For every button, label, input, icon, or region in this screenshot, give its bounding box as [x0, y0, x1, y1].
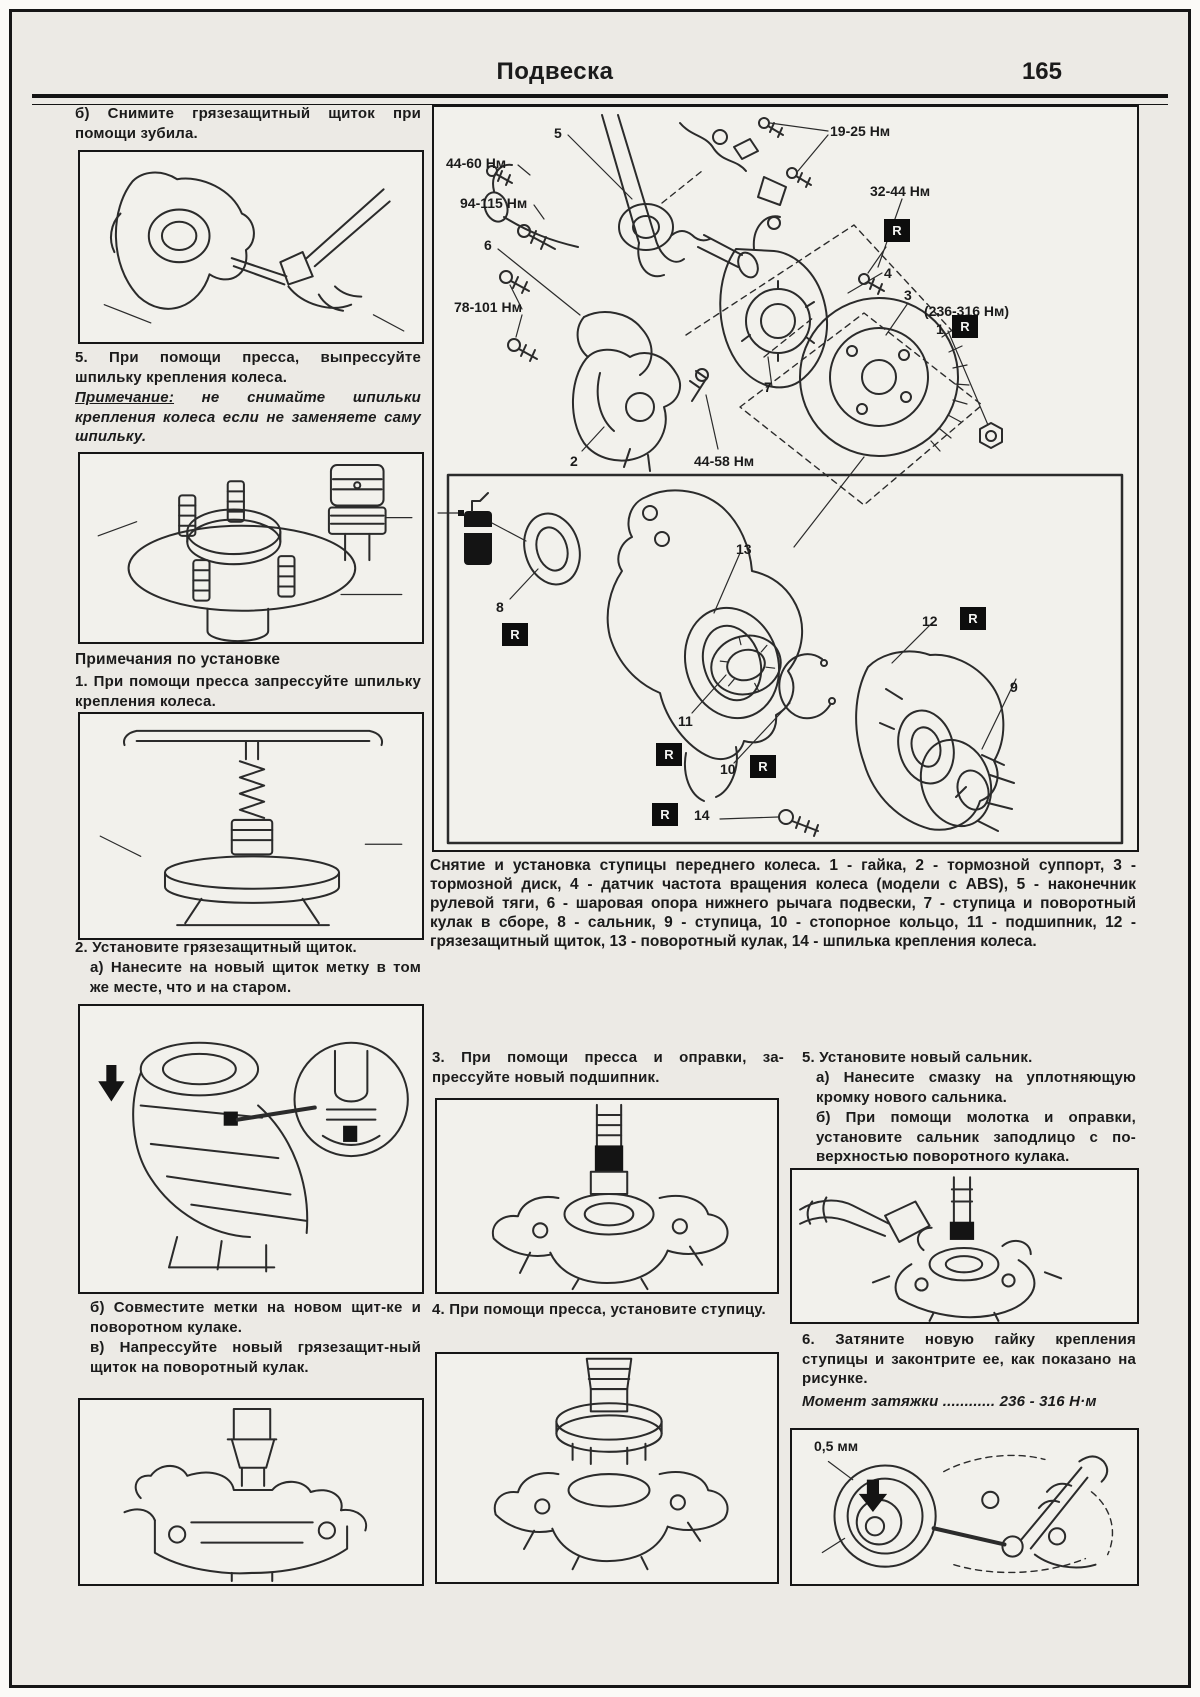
diagram-label-1: 1: [936, 321, 944, 337]
figure-press-in-stud: [78, 712, 424, 940]
diagram-label-12: 12: [922, 613, 938, 629]
step5-install-text: 5. Установите новый сальник.: [802, 1049, 1033, 1066]
replace-marker: R: [656, 743, 682, 766]
diagram-label-6: 6: [484, 237, 492, 253]
diagram-label-2: 2: [570, 453, 578, 469]
press-shield-illustration: [123, 1408, 368, 1583]
diagram-label-4: 4: [884, 265, 892, 281]
replace-marker: R: [750, 755, 776, 778]
diagram-label-7: 7: [764, 379, 772, 395]
page-number: 165: [1021, 58, 1062, 85]
shield-mark-illustration: [98, 1041, 409, 1273]
figure-shield-mark: [78, 1004, 424, 1294]
note-text: Примечание: не снимайте шпильки креплени…: [75, 388, 421, 447]
press-hub-illustration: [493, 1357, 729, 1571]
press-bearing-illustration: [491, 1103, 729, 1291]
replace-marker: R: [884, 219, 910, 242]
step5a-text: а) Нанесите смазку на уплотняющую кромку…: [816, 1069, 1136, 1106]
note-body: не снимайте шпильки крепления колеса есл…: [75, 389, 421, 445]
figure-press-bearing: [435, 1098, 779, 1294]
diagram-caption: Снятие и установка ступицы переднего кол…: [430, 857, 1136, 950]
diagram-label-14: 14: [694, 807, 710, 823]
step2b-text: б) Совместите метки на новом щит-ке и по…: [90, 1299, 421, 1336]
figure-press-shield: [78, 1398, 424, 1586]
diagram-label-11: 11: [678, 713, 693, 729]
stake-nut-illustration: [821, 1454, 1114, 1574]
gap-dimension-label: 0,5 мм: [814, 1438, 859, 1454]
step4-text: 4. При помощи пресса, установите ступицу…: [432, 1301, 766, 1318]
step5-remove-text: 5. При помощи пресса, выпрессуйте шпильк…: [75, 349, 421, 386]
step2a-text: а) Нанесите на новый щиток метку в том ж…: [90, 959, 421, 996]
diagram-label-3: 3: [904, 287, 912, 303]
knuckle-chisel-illustration: [103, 171, 405, 332]
figure-press-out-stud: [78, 452, 424, 644]
page-title: Подвеска: [496, 58, 614, 85]
torque-note: Момент затяжки ............ 236 - 316 Н·…: [802, 1393, 1097, 1410]
step6-text: 6. Затяните новую гайку крепления ступиц…: [802, 1331, 1136, 1387]
figure-install-seal: [790, 1168, 1139, 1324]
diagram-torque-32-44: 32-44 Нм: [870, 183, 931, 199]
install-notes-heading: Примечания по установке: [75, 651, 281, 668]
diagram-torque-19-25: 19-25 Нм: [830, 123, 891, 139]
replace-marker: R: [952, 315, 978, 338]
figure-remove-shield: [78, 150, 424, 344]
diagram-label-8: 8: [496, 599, 504, 615]
step-b-text: б) Снимите грязезащитный щиток при помощ…: [75, 105, 421, 142]
exploded-diagram-art: [437, 114, 1124, 845]
step1-install-text: 1. При помощи пресса запрессуйте шпильку…: [75, 673, 421, 710]
diagram-torque-236-316: (236-316 Нм): [924, 303, 1010, 319]
note-label: Примечание:: [75, 389, 175, 406]
diagram-torque-44-60: 44-60 Нм: [446, 155, 507, 171]
figure-press-hub: [435, 1352, 779, 1584]
diagram-torque-94-115: 94-115 Нм: [460, 195, 528, 211]
replace-marker: R: [960, 607, 986, 630]
diagram-label-10: 10: [720, 761, 736, 777]
exploded-diagram: 5 19-25 Нм 44-60 Нм 32-44 Нм 94-115 Нм R…: [432, 105, 1139, 852]
step2v-text: в) Напрессуйте новый грязезащит-ный щито…: [90, 1339, 421, 1376]
replace-marker: R: [502, 623, 528, 646]
diagram-label-5: 5: [554, 125, 562, 141]
figure-stake-nut: 0,5 мм: [790, 1428, 1139, 1586]
step5b-text: б) При помощи молотка и оправки, установ…: [816, 1109, 1136, 1165]
replace-marker: R: [652, 803, 678, 826]
step2-text: 2. Установите грязезащитный щиток.: [75, 939, 357, 956]
diagram-torque-78-101: 78-101 Нм: [454, 299, 522, 315]
hammer-seal-illustration: [799, 1176, 1063, 1322]
diagram-label-9: 9: [1010, 679, 1018, 695]
press-stud-illustration: [99, 729, 403, 927]
diagram-torque-44-58: 44-58 Нм: [694, 453, 755, 469]
header-rule: [32, 94, 1168, 105]
step3-text: 3. При помощи пресса и оправки, за-пресс…: [432, 1049, 784, 1086]
diagram-label-13: 13: [736, 541, 752, 557]
hub-studs-illustration: [97, 464, 413, 642]
